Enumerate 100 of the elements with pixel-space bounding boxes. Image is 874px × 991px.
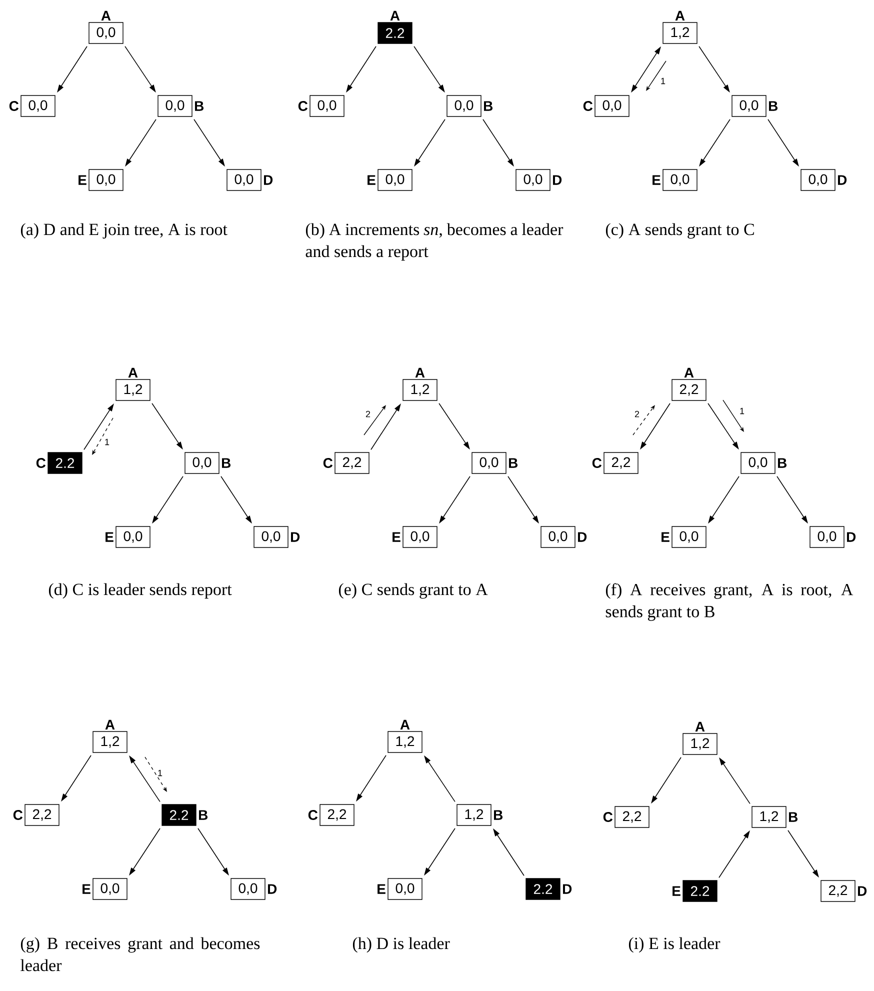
- node-letter: D: [553, 175, 562, 185]
- node-letter: A: [105, 720, 115, 730]
- state-box: 2,2: [320, 804, 354, 826]
- state-box: 0,0: [800, 169, 836, 191]
- caption: (c) A sends grant to C: [606, 223, 754, 239]
- state-box: 2.2: [162, 804, 196, 826]
- state-box: 2,2: [334, 452, 370, 474]
- state-box: 1,2: [752, 806, 786, 828]
- state-box: 0,0: [254, 526, 288, 548]
- node-letter: D: [838, 175, 847, 185]
- node-letter: A: [400, 720, 410, 730]
- state-box: 1,2: [402, 379, 438, 401]
- state-box: 0,0: [402, 526, 438, 548]
- node-letter: A: [415, 368, 425, 378]
- state-box: 0,0: [516, 169, 550, 191]
- node-letter: B: [484, 101, 493, 111]
- state-box: 0,0: [184, 452, 220, 474]
- node-letter: A: [695, 722, 705, 732]
- node-letter: B: [199, 810, 208, 820]
- node-letter: E: [82, 884, 90, 894]
- state-box: 2,2: [820, 880, 856, 902]
- caption: (f) A receives grant, A is root, A sends grant to B: [606, 583, 854, 621]
- node-letter: E: [392, 532, 400, 542]
- node-letter: A: [675, 10, 685, 20]
- node-letter: E: [368, 175, 376, 185]
- node-letter: D: [291, 532, 300, 542]
- node-letter: D: [847, 532, 856, 542]
- state-box: 2.2: [378, 22, 412, 44]
- node-letter: B: [195, 101, 204, 111]
- state-box: 1,2: [682, 733, 718, 755]
- state-box: 1,2: [388, 731, 422, 753]
- node-letter: B: [509, 458, 518, 468]
- caption: (a) D and E join tree, A is root: [20, 223, 228, 239]
- state-box: 2,2: [24, 804, 60, 826]
- node-letter: C: [298, 101, 308, 111]
- node-letter: E: [78, 175, 86, 185]
- message-number: 2: [634, 410, 640, 418]
- state-box: 2,2: [672, 379, 706, 401]
- node-letter: E: [106, 532, 114, 542]
- node-letter: B: [222, 458, 231, 468]
- node-letter: E: [378, 884, 386, 894]
- state-box: 0,0: [230, 878, 266, 900]
- node-letter: C: [603, 812, 613, 822]
- message-number: 1: [158, 770, 162, 776]
- state-box: 1,2: [662, 22, 698, 44]
- caption: (d) C is leader sends report: [48, 583, 232, 599]
- state-box: 2,2: [614, 806, 650, 828]
- state-box: 1,2: [92, 731, 128, 753]
- state-box: 2.2: [682, 880, 718, 902]
- state-box: 0,0: [158, 95, 192, 117]
- node-letter: D: [563, 884, 572, 894]
- caption: (e) C sends grant to A: [338, 583, 488, 599]
- state-box: 0,0: [378, 169, 412, 191]
- caption: (b) A increments sn, becomes a leader and sends a report: [306, 223, 564, 261]
- node-letter: B: [778, 458, 787, 468]
- state-box: 0,0: [116, 526, 150, 548]
- node-letter: D: [264, 175, 273, 185]
- state-box: 0,0: [662, 169, 698, 191]
- node-letter: C: [308, 810, 318, 820]
- node-letter: C: [13, 810, 23, 820]
- state-box: 2,2: [604, 452, 638, 474]
- state-box: 1,2: [456, 804, 492, 826]
- node-letter: E: [662, 532, 670, 542]
- caption: (i) E is leader: [628, 937, 720, 953]
- caption: (h) D is leader: [352, 937, 450, 953]
- state-box: 0,0: [88, 22, 124, 44]
- state-box: 0,0: [226, 169, 262, 191]
- message-number: 2: [366, 410, 370, 418]
- node-letter: C: [9, 101, 19, 111]
- message-number: 1: [661, 78, 666, 84]
- state-box: 0,0: [88, 169, 124, 191]
- node-letter: E: [672, 886, 680, 896]
- state-box: 2.2: [526, 878, 560, 900]
- message-number: 1: [740, 408, 744, 414]
- state-box: 2.2: [48, 452, 82, 474]
- node-letter: E: [652, 175, 660, 185]
- state-box: 0,0: [594, 95, 630, 117]
- node-letter: A: [128, 368, 138, 378]
- node-letter: D: [578, 532, 587, 542]
- node-letter: C: [323, 458, 333, 468]
- state-box: 0,0: [672, 526, 706, 548]
- state-box: 0,0: [472, 452, 506, 474]
- node-letter: D: [858, 886, 867, 896]
- node-letter: A: [684, 368, 694, 378]
- state-box: 0,0: [732, 95, 766, 117]
- node-letter: B: [769, 101, 778, 111]
- caption: (g) B receives grant and becomes leader: [20, 937, 260, 972]
- node-letter: C: [36, 458, 46, 468]
- state-box: 0,0: [446, 95, 482, 117]
- state-box: 0,0: [92, 878, 128, 900]
- state-box: 0,0: [540, 526, 576, 548]
- state-box: 1,2: [116, 379, 150, 401]
- state-box: 0,0: [20, 95, 56, 117]
- message-number: 1: [105, 438, 110, 446]
- node-letter: B: [494, 810, 503, 820]
- node-letter: C: [592, 458, 602, 468]
- node-letter: D: [268, 884, 277, 894]
- node-letter: A: [101, 10, 111, 20]
- node-letter: C: [583, 101, 593, 111]
- node-letter: A: [390, 10, 400, 20]
